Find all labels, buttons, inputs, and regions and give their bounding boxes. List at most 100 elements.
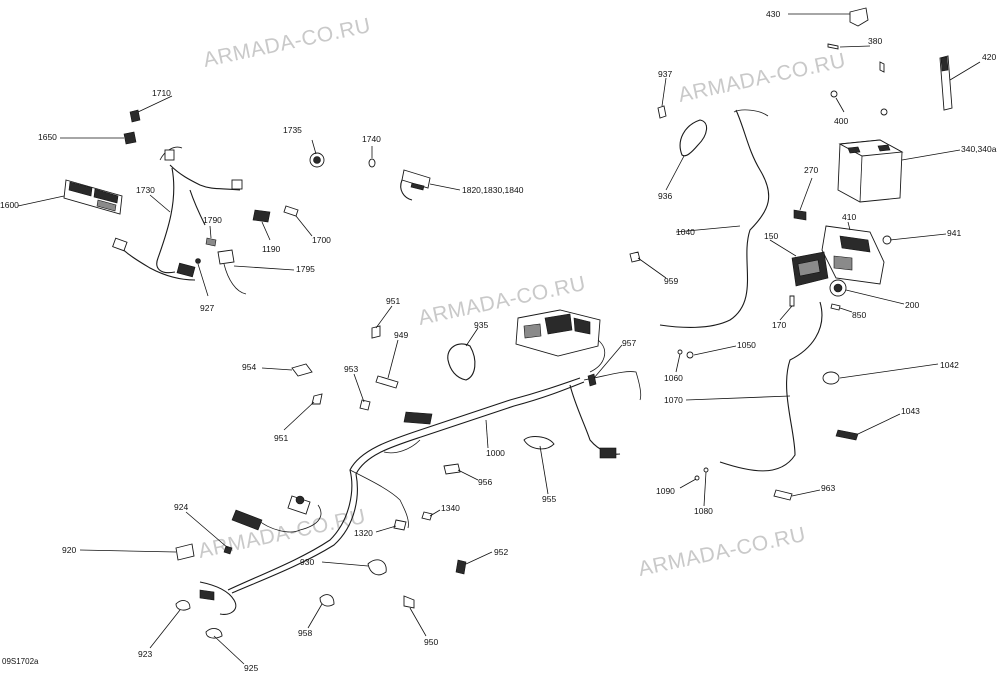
nut-1080-icon[interactable] <box>703 467 709 473</box>
ref-label-963[interactable]: 963 <box>821 483 835 493</box>
bolt-850-icon[interactable] <box>830 303 841 311</box>
boot-920-icon[interactable] <box>175 543 195 561</box>
fuse-box-icon[interactable] <box>821 225 885 285</box>
fuse-holder-icon[interactable] <box>400 169 431 201</box>
solenoid-icon[interactable] <box>829 279 847 297</box>
ref-label-924[interactable]: 924 <box>174 502 188 512</box>
ref-label-953[interactable]: 953 <box>344 364 358 374</box>
ref-label-1710[interactable]: 1710 <box>152 88 171 98</box>
ref-label-1795[interactable]: 1795 <box>296 264 315 274</box>
ref-label-850[interactable]: 850 <box>852 310 866 320</box>
clip-957-icon[interactable] <box>587 373 597 387</box>
ref-label-200[interactable]: 200 <box>905 300 919 310</box>
ref-label-270[interactable]: 270 <box>804 165 818 175</box>
screw-1340-icon[interactable] <box>421 511 433 521</box>
fuse-949-icon[interactable] <box>375 375 399 389</box>
ref-label-1600[interactable]: 1600 <box>0 200 19 210</box>
strap-420-icon[interactable] <box>939 55 953 111</box>
clip-950-icon[interactable] <box>403 595 415 609</box>
ref-label-923[interactable]: 923 <box>138 649 152 659</box>
ref-label-941[interactable]: 941 <box>947 228 961 238</box>
nut-1740-icon[interactable] <box>368 158 376 168</box>
nut-1060-icon[interactable] <box>677 349 683 355</box>
ref-label-1735[interactable]: 1735 <box>283 125 302 135</box>
harness-1795-icon[interactable] <box>217 249 247 295</box>
instrument-harness-icon[interactable] <box>112 146 243 281</box>
ref-label-1650[interactable]: 1650 <box>38 132 57 142</box>
plug-927-icon[interactable] <box>195 258 201 264</box>
bolt-380-icon[interactable] <box>827 43 885 73</box>
ref-label-935[interactable]: 935 <box>474 320 488 330</box>
ref-label-920[interactable]: 920 <box>62 545 76 555</box>
ref-label-1043[interactable]: 1043 <box>901 406 920 416</box>
ref-label-410[interactable]: 410 <box>842 212 856 222</box>
ref-label-936[interactable]: 936 <box>658 191 672 201</box>
ref-label-1320[interactable]: 1320 <box>354 528 373 538</box>
ref-label-1090[interactable]: 1090 <box>656 486 675 496</box>
ref-label-956[interactable]: 956 <box>478 477 492 487</box>
ref-label-925[interactable]: 925 <box>244 663 258 673</box>
ref-label-1050[interactable]: 1050 <box>737 340 756 350</box>
battery-icon[interactable] <box>837 139 904 203</box>
ref-label-1740[interactable]: 1740 <box>362 134 381 144</box>
ref-label-1790[interactable]: 1790 <box>203 215 222 225</box>
ref-label-930[interactable]: 930 <box>300 557 314 567</box>
ref-label-955[interactable]: 955 <box>542 494 556 504</box>
terminal-1043-icon[interactable] <box>835 429 859 441</box>
ref-label-927[interactable]: 927 <box>200 303 214 313</box>
ref-label-954[interactable]: 954 <box>242 362 256 372</box>
cap-923-icon[interactable] <box>175 600 191 611</box>
switch-1735-icon[interactable] <box>309 152 325 168</box>
battery-cable-1070-icon[interactable] <box>719 301 823 472</box>
clip-941-icon[interactable] <box>882 235 892 245</box>
cap-925-icon[interactable] <box>205 628 223 639</box>
ref-label-951[interactable]: 951 <box>274 433 288 443</box>
plug-1790-icon[interactable] <box>205 237 217 247</box>
ref-label-420[interactable]: 420 <box>982 52 996 62</box>
ref-label-959[interactable]: 959 <box>664 276 678 286</box>
ref-label-958[interactable]: 958 <box>298 628 312 638</box>
connector-1650-icon[interactable] <box>123 131 137 145</box>
clip-953-icon[interactable] <box>359 399 371 411</box>
ref-label-1000[interactable]: 1000 <box>486 448 505 458</box>
ref-label-1060[interactable]: 1060 <box>664 373 683 383</box>
clip-952-icon[interactable] <box>455 559 467 575</box>
clip-1710-icon[interactable] <box>129 109 141 123</box>
ref-label-1042[interactable]: 1042 <box>940 360 959 370</box>
regulator-icon[interactable] <box>791 251 829 287</box>
bolt-1050-icon[interactable] <box>686 351 694 359</box>
ref-label-170[interactable]: 170 <box>772 320 786 330</box>
fuse-270-icon[interactable] <box>793 209 807 221</box>
boot-958-icon[interactable] <box>319 594 335 607</box>
cable-tie-936-icon[interactable] <box>679 119 708 157</box>
ref-label-1080[interactable]: 1080 <box>694 506 713 516</box>
ref-label-952[interactable]: 952 <box>494 547 508 557</box>
screw-170-icon[interactable] <box>789 295 795 307</box>
clip-956-icon[interactable] <box>443 463 461 475</box>
ref-label-1190[interactable]: 1190 <box>262 244 281 254</box>
ref-label-1340[interactable]: 1340 <box>441 503 460 513</box>
ref-label-937[interactable]: 937 <box>658 69 672 79</box>
ref-label-1700[interactable]: 1700 <box>312 235 331 245</box>
ref-label-400[interactable]: 400 <box>834 116 848 126</box>
ref-label-340[interactable]: 340,340a <box>961 144 997 154</box>
ref-label-380[interactable]: 380 <box>868 36 882 46</box>
gauge-module-icon[interactable] <box>63 179 123 215</box>
clip-937-icon[interactable] <box>657 105 667 119</box>
ref-label-150[interactable]: 150 <box>764 231 778 241</box>
ref-label-1040[interactable]: 1040 <box>676 227 695 237</box>
ref-label-957[interactable]: 957 <box>622 338 636 348</box>
nut-400-icon[interactable] <box>830 90 888 116</box>
ref-label-1070[interactable]: 1070 <box>664 395 683 405</box>
clip-954-icon[interactable] <box>291 363 313 377</box>
cap-930-icon[interactable] <box>367 559 387 576</box>
ref-label-1730[interactable]: 1730 <box>136 185 155 195</box>
switch-1190-icon[interactable] <box>252 209 271 223</box>
ref-label-430[interactable]: 430 <box>766 9 780 19</box>
ref-label-951-top[interactable]: 951 <box>386 296 400 306</box>
tie-935-icon[interactable] <box>447 343 476 381</box>
battery-cable-1040-icon[interactable] <box>659 109 770 328</box>
main-harness-icon[interactable] <box>199 309 642 615</box>
fuse-1320-icon[interactable] <box>393 519 407 531</box>
clip-963-icon[interactable] <box>773 489 793 501</box>
